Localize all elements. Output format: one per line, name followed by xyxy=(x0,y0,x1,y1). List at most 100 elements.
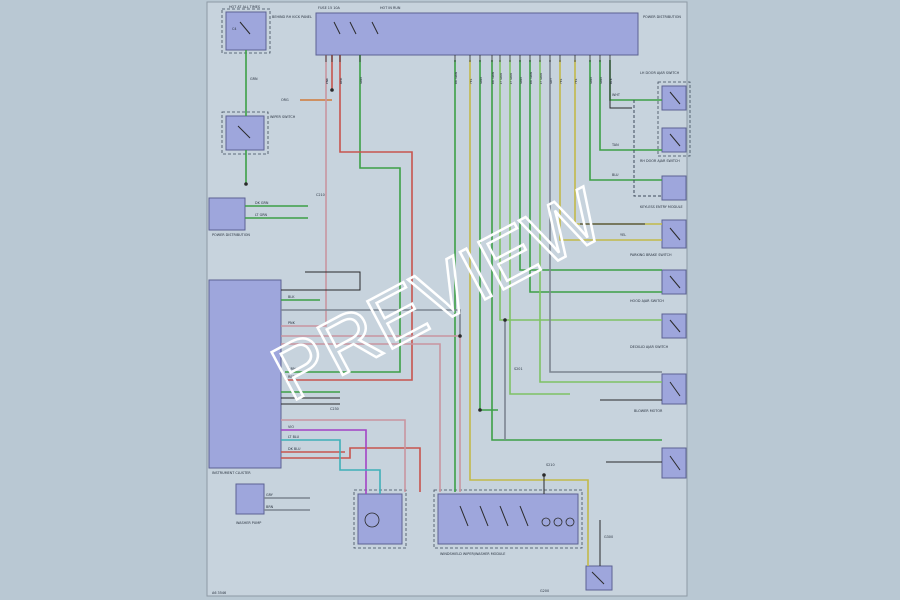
label-wire-blk: BLK xyxy=(288,295,295,299)
wiper-module-outline xyxy=(433,489,583,549)
wire-black-ground xyxy=(281,271,361,291)
windshield-wiper-module xyxy=(437,493,579,545)
label-wire-dkgrn: DK GRN xyxy=(255,201,269,205)
wire-pink-4 xyxy=(281,419,406,492)
label-wire-brn: BRN xyxy=(266,505,274,509)
wire-dashed-right xyxy=(633,100,662,197)
washer-pump xyxy=(235,483,265,515)
wire-green-lamp xyxy=(491,60,662,441)
label-fuse-c4: C4 xyxy=(232,27,237,31)
label-lh-door: LH DOOR AJAR SWITCH xyxy=(640,71,680,75)
label-wire-blu: BLU xyxy=(612,173,619,177)
wire-green-main xyxy=(285,55,401,373)
label-wire-pnk: PNK xyxy=(288,321,296,325)
label-wire-yel: YEL xyxy=(620,233,626,237)
header-pin-labels: PNK RED GRN DK GRN YEL GRN DK GRN LT GRN… xyxy=(325,72,613,84)
label-wire-dkblu: DK BLU xyxy=(288,447,301,451)
switch-symbols xyxy=(237,21,681,585)
wire-cyan xyxy=(281,439,381,494)
label-wire-gry: GRY xyxy=(266,493,274,497)
label-c210: C210 xyxy=(316,193,325,197)
wire-green-right-1 xyxy=(589,60,662,181)
label-c230: C230 xyxy=(330,407,339,411)
svg-text:LT GRN: LT GRN xyxy=(499,73,503,84)
junction-block-header xyxy=(315,12,639,56)
fuse-block xyxy=(225,11,267,51)
instrument-cluster xyxy=(208,279,282,469)
label-keyless: KEYLESS ENTRY MODULE xyxy=(640,205,683,209)
label-wire-vio: VIO xyxy=(288,425,294,429)
wiper-switch-outline xyxy=(221,111,269,155)
svg-text:GRN: GRN xyxy=(519,77,523,84)
label-g300: G300 xyxy=(604,535,613,539)
wiper-motor xyxy=(357,493,403,545)
label-s201: S201 xyxy=(514,367,523,371)
svg-text:GRN: GRN xyxy=(599,77,603,84)
svg-text:LT GRN: LT GRN xyxy=(509,73,513,84)
label-wire-red: RED xyxy=(288,375,295,379)
svg-text:GRN: GRN xyxy=(359,77,363,84)
label-g200: G200 xyxy=(540,589,549,593)
wire-ltgreen-decklid xyxy=(499,60,662,321)
ground-switch-bottom xyxy=(585,565,613,591)
wire-pink-1 xyxy=(281,55,327,327)
svg-text:GRN: GRN xyxy=(589,77,593,84)
wire-red-ic-bottom xyxy=(281,447,421,492)
parking-brake-switch xyxy=(661,219,687,249)
label-hot-run: HOT IN RUN xyxy=(380,6,401,10)
wire-yellow-down xyxy=(469,60,589,566)
svg-text:DK GRN: DK GRN xyxy=(529,72,533,84)
wire-pink-3 xyxy=(281,343,441,492)
svg-text:GRN: GRN xyxy=(479,77,483,84)
label-parking-brake: PARKING BRAKE SWITCH xyxy=(630,253,672,257)
label-blower: BLOWER MOTOR xyxy=(634,409,663,413)
label-washer-pump: WASHER PUMP xyxy=(236,521,261,525)
wire-red-main xyxy=(285,55,413,381)
lamp-switch xyxy=(661,447,687,479)
label-wire-wht: WHT xyxy=(612,93,621,97)
svg-text:GRY: GRY xyxy=(549,78,553,84)
wire-yellow-brake xyxy=(559,60,662,241)
wire-grey-1 xyxy=(281,309,461,336)
svg-text:DK GRN: DK GRN xyxy=(491,72,495,84)
label-power-distribution: POWER DISTRIBUTION xyxy=(212,233,250,237)
keyless-module xyxy=(661,175,687,201)
bulb-symbols xyxy=(364,512,575,528)
label-wire-grn-1: GRN xyxy=(250,77,258,81)
label-fuse-hot: HOT AT ALL TIMES xyxy=(229,5,260,9)
splice-dots xyxy=(244,88,546,477)
label-hood-switch: HOOD AJAR SWITCH xyxy=(630,299,664,303)
hood-ajar-switch xyxy=(661,269,687,295)
svg-text:YEL: YEL xyxy=(574,78,578,84)
wire-ltgreen-1 xyxy=(509,60,570,395)
rh-door-sensor xyxy=(661,127,687,153)
label-wire-ltgrn: LT GRN xyxy=(255,213,268,217)
label-wire-ltblu: LT BLU xyxy=(288,435,300,439)
label-fuse-block: BEHIND RH KICK PANEL xyxy=(272,15,312,19)
svg-text:RED: RED xyxy=(339,77,343,84)
power-distribution-box xyxy=(208,197,246,231)
label-wiper-switch: WIPER SWITCH xyxy=(270,115,296,119)
label-decklid: DECKLID AJAR SWITCH xyxy=(630,345,669,349)
wire-black-right xyxy=(609,60,632,109)
svg-text:BLK: BLK xyxy=(609,77,613,84)
label-wire-tan: TAN xyxy=(611,143,619,147)
label-rh-door: RH DOOR AJAR SWITCH xyxy=(640,159,680,163)
decklid-ajar-switch xyxy=(661,313,687,339)
label-power-dist: POWER DISTRIBUTION xyxy=(643,15,681,19)
svg-text:DK GRN: DK GRN xyxy=(454,72,458,84)
svg-text:YEL: YEL xyxy=(469,78,473,84)
wire-grey-2 xyxy=(549,60,662,373)
wire-green-hood-2 xyxy=(529,60,662,293)
label-instrument-cluster: INSTRUMENT CLUSTER xyxy=(212,471,251,475)
label-s210: S210 xyxy=(546,463,555,467)
label-orange-wire: ORG xyxy=(281,98,289,102)
blower-switch xyxy=(661,373,687,405)
wire-green-hood xyxy=(519,60,662,271)
lh-door-sensor xyxy=(661,85,687,111)
label-fuse-15a: FUSE 15 10A xyxy=(318,6,341,10)
svg-text:YEL: YEL xyxy=(559,78,563,84)
svg-text:LT GRN: LT GRN xyxy=(539,73,543,84)
